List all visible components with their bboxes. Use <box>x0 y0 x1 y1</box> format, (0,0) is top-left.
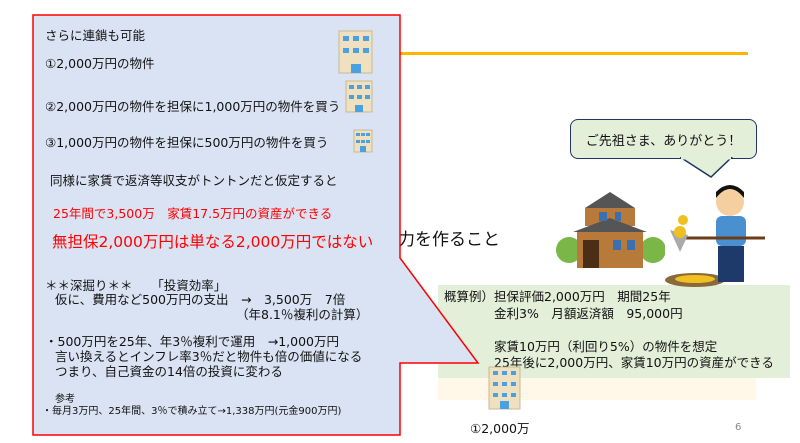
callout-line: 参考 <box>55 394 75 405</box>
title-underline <box>400 52 748 55</box>
callout-line: 仮に、費用など500万円の支出 → 3,500万 7倍 <box>55 292 346 307</box>
slide-title-fragment: 力を作ること <box>398 230 500 250</box>
callout-line: ③1,000万円の物件を担保に500万円の物件を買う <box>45 135 329 150</box>
building-icon <box>488 366 521 410</box>
example-box: 概算例）担保評価2,000万円 期間25年 金利3% 月額返済額 95,000円… <box>438 285 790 378</box>
callout-line: （年8.1％複利の計算） <box>236 307 369 322</box>
callout-highlight: 25年間で3,500万 家賃17.5万円の資産ができる <box>53 206 333 221</box>
callout-line: ・500万円を25年、年3％複利で運用 →1,000万円 <box>45 334 339 349</box>
building-icon-medium <box>345 80 373 113</box>
callout-line: ①2,000万円の物件 <box>45 56 155 71</box>
speech-bubble-tail <box>680 157 734 178</box>
callout-line: ＊＊深掘り＊＊ 「投資効率」 <box>45 278 227 293</box>
callout-line: 同様に家賃で返済等収支がトントンだと仮定すると <box>50 173 338 188</box>
callout-line: 言い換えるとインフレ率3％だと物件も倍の価値になる <box>55 349 363 364</box>
callout-line: ②2,000万円の物件を担保に1,000万円の物件を買う <box>45 99 341 114</box>
speech-bubble: ご先祖さま、ありがとう！ <box>570 119 757 159</box>
page-number: 6 <box>735 422 742 433</box>
callout-line: さらに連鎖も可能 <box>45 28 146 43</box>
callout-line: つまり、自己資金の14倍の投資に変わる <box>55 364 283 379</box>
building-icon-large <box>338 30 373 74</box>
callout-emphasis: 無担保2,000万円は単なる2,000万円ではない <box>52 233 374 251</box>
building-icon-small <box>353 129 373 153</box>
callout-line: ・毎月3万円、25年間、3％で積み立て→1,338万円(元金900万円) <box>42 406 342 417</box>
man-shovel-icon <box>665 185 765 287</box>
building-label: ①2,000万 <box>470 421 530 436</box>
house-icon <box>556 192 665 268</box>
